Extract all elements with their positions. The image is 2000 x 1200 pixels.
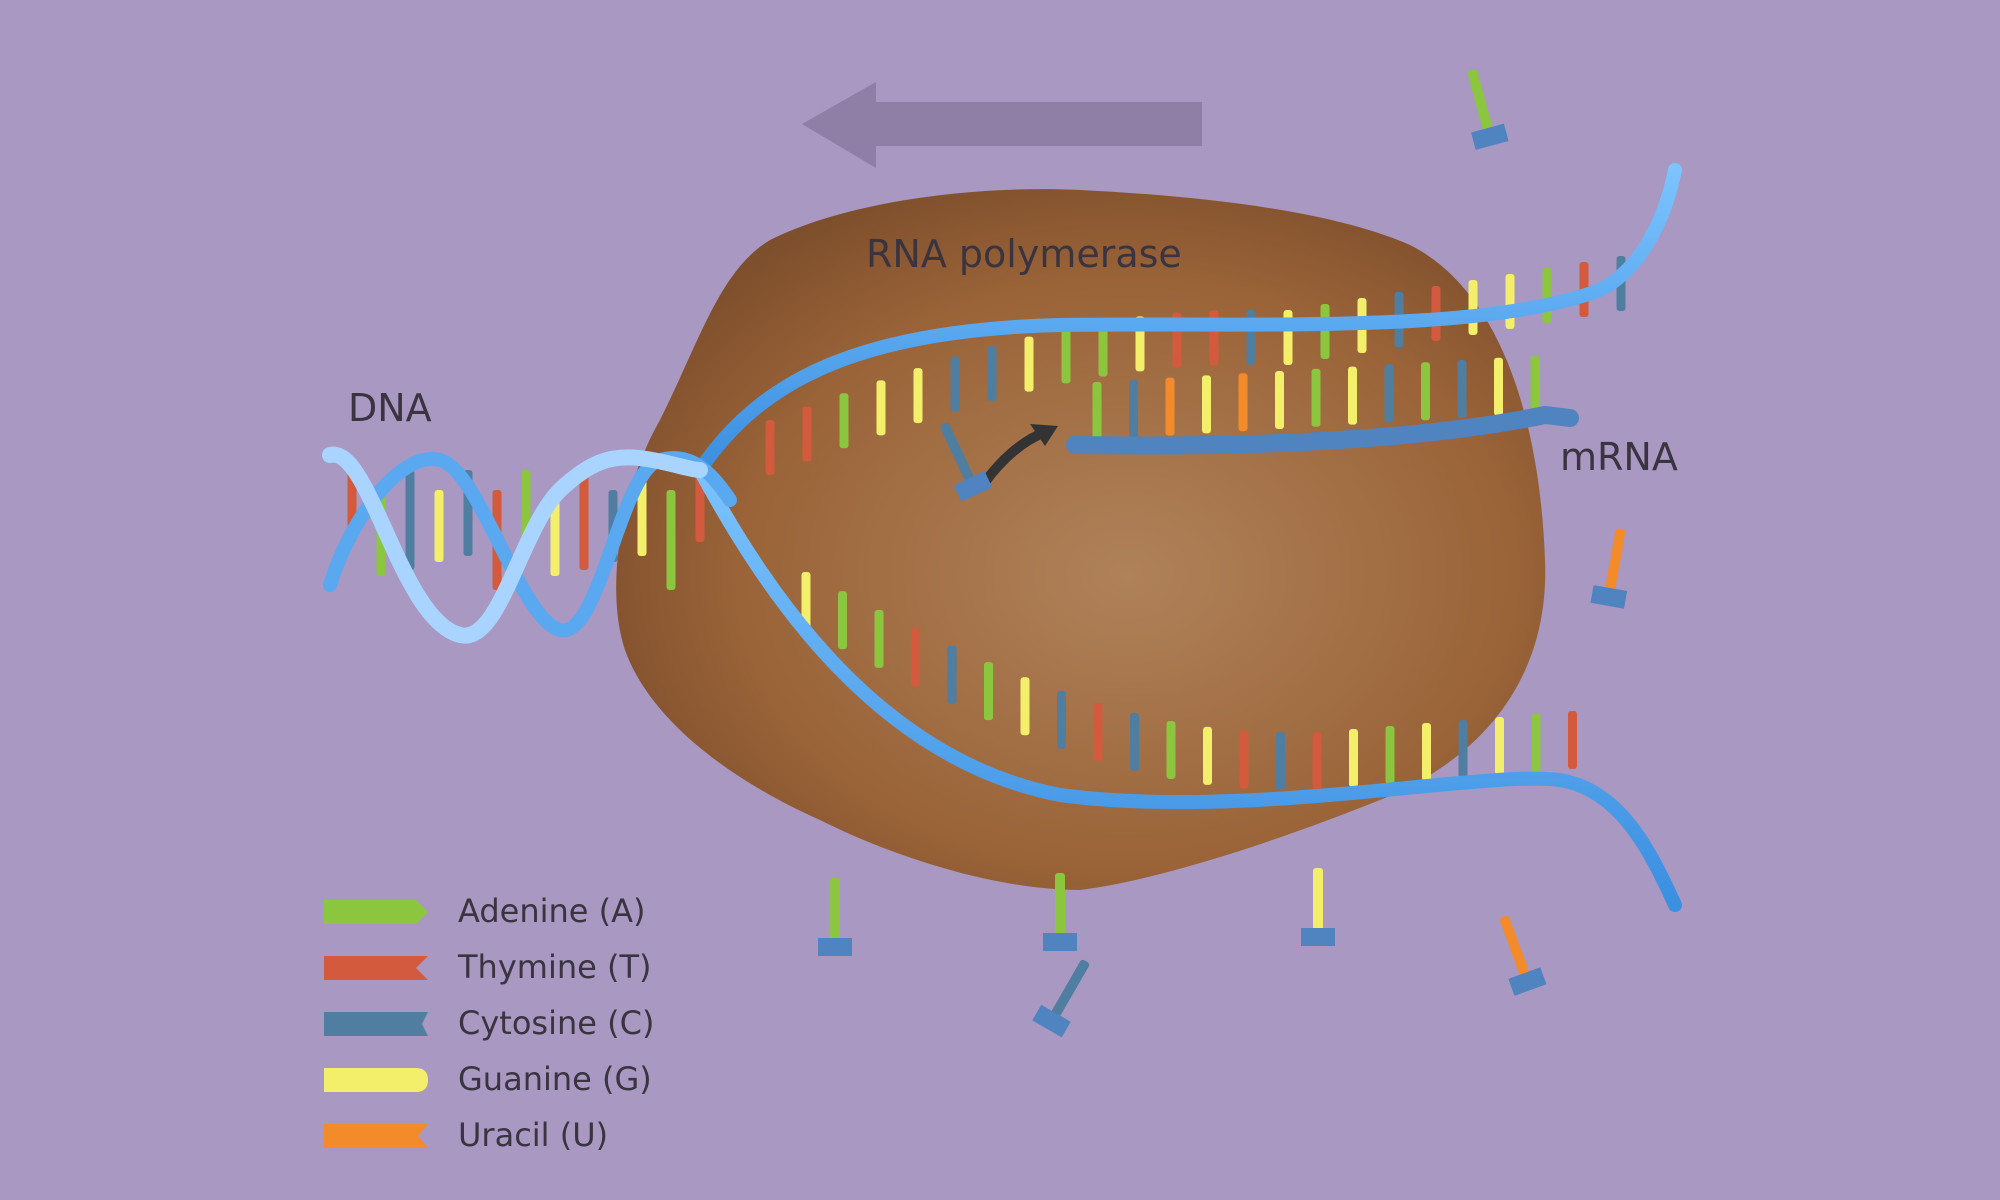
base-A bbox=[1530, 355, 1540, 414]
uracil-swatch bbox=[324, 1124, 428, 1148]
base-C bbox=[1130, 712, 1139, 771]
dna-helix-strand-b bbox=[322, 446, 708, 644]
free-nucleotide bbox=[1301, 868, 1335, 946]
free-nucleotide bbox=[818, 878, 852, 956]
incoming-arrowhead bbox=[1030, 424, 1058, 446]
base-C bbox=[1457, 360, 1467, 418]
base-T bbox=[1568, 711, 1577, 769]
base-G bbox=[1202, 375, 1211, 434]
base-A bbox=[1098, 321, 1108, 377]
legend-label: Uracil (U) bbox=[458, 1116, 609, 1154]
free-nucleotide bbox=[1590, 528, 1628, 609]
base-A bbox=[1542, 268, 1552, 323]
base-A bbox=[1092, 382, 1102, 440]
adenine-swatch bbox=[324, 900, 428, 924]
template-strand-top bbox=[693, 163, 1682, 477]
legend-label: Cytosine (C) bbox=[458, 1004, 655, 1042]
free-nucleotides bbox=[818, 69, 1628, 1038]
base-C bbox=[950, 356, 960, 412]
base-T bbox=[765, 420, 775, 475]
base-G bbox=[1422, 723, 1431, 781]
base-C bbox=[1458, 720, 1468, 778]
base-A bbox=[1311, 368, 1321, 427]
direction-arrow bbox=[802, 82, 1202, 168]
base-C bbox=[987, 346, 997, 402]
rna-polymerase-label: RNA polymerase bbox=[866, 232, 1182, 276]
base-G bbox=[1203, 726, 1212, 785]
base-A bbox=[666, 490, 676, 590]
base-A bbox=[984, 662, 993, 721]
guanine-swatch bbox=[324, 1068, 428, 1092]
base-C bbox=[1129, 379, 1138, 438]
base-A bbox=[1166, 720, 1176, 779]
thymine-swatch bbox=[324, 956, 428, 980]
base-C bbox=[947, 645, 957, 704]
legend-label: Guanine (G) bbox=[458, 1060, 652, 1098]
base-G bbox=[1494, 357, 1503, 416]
mrna-label: mRNA bbox=[1560, 435, 1678, 479]
base-A bbox=[1531, 714, 1541, 772]
base-A bbox=[839, 393, 849, 449]
base-T bbox=[911, 628, 920, 687]
base-A bbox=[874, 609, 884, 668]
base-T bbox=[1093, 702, 1103, 761]
base-G bbox=[1495, 717, 1504, 775]
base-C bbox=[1057, 690, 1066, 749]
base-U bbox=[1238, 373, 1248, 432]
base-G bbox=[801, 572, 811, 630]
base-G bbox=[1020, 677, 1030, 736]
base-A bbox=[838, 591, 847, 650]
base-G bbox=[1348, 366, 1357, 425]
cytosine-swatch bbox=[324, 1012, 428, 1036]
legend-label: Thymine (T) bbox=[458, 948, 652, 986]
free-nucleotide bbox=[940, 422, 993, 502]
free-nucleotide bbox=[1499, 915, 1547, 996]
legend-label: Adenine (A) bbox=[458, 892, 646, 930]
base-A bbox=[1320, 304, 1330, 359]
free-nucleotide bbox=[1467, 69, 1509, 150]
free-nucleotide bbox=[1043, 873, 1077, 951]
base-U bbox=[1165, 377, 1175, 436]
base-C bbox=[1384, 364, 1394, 423]
base-G bbox=[1468, 280, 1478, 335]
base-T bbox=[1312, 732, 1322, 790]
base-T bbox=[1239, 730, 1249, 789]
base-G bbox=[1024, 336, 1034, 392]
base-G bbox=[913, 368, 923, 424]
base-T bbox=[579, 470, 589, 570]
base-G bbox=[1349, 729, 1358, 787]
coding-strand-bottom bbox=[693, 463, 1682, 912]
base-G bbox=[876, 380, 886, 436]
base-T bbox=[802, 406, 812, 462]
base-A bbox=[1385, 726, 1395, 784]
base-G bbox=[434, 490, 444, 562]
dna-label: DNA bbox=[348, 386, 432, 430]
free-nucleotide bbox=[1032, 959, 1090, 1038]
base-A bbox=[1421, 362, 1430, 421]
base-C bbox=[1276, 731, 1285, 790]
mrna-strand bbox=[1066, 405, 1579, 455]
base-pairs bbox=[347, 256, 1626, 790]
base-G bbox=[1505, 274, 1515, 329]
base-A bbox=[1061, 328, 1071, 384]
base-G bbox=[1275, 371, 1284, 429]
base-C bbox=[405, 470, 415, 570]
